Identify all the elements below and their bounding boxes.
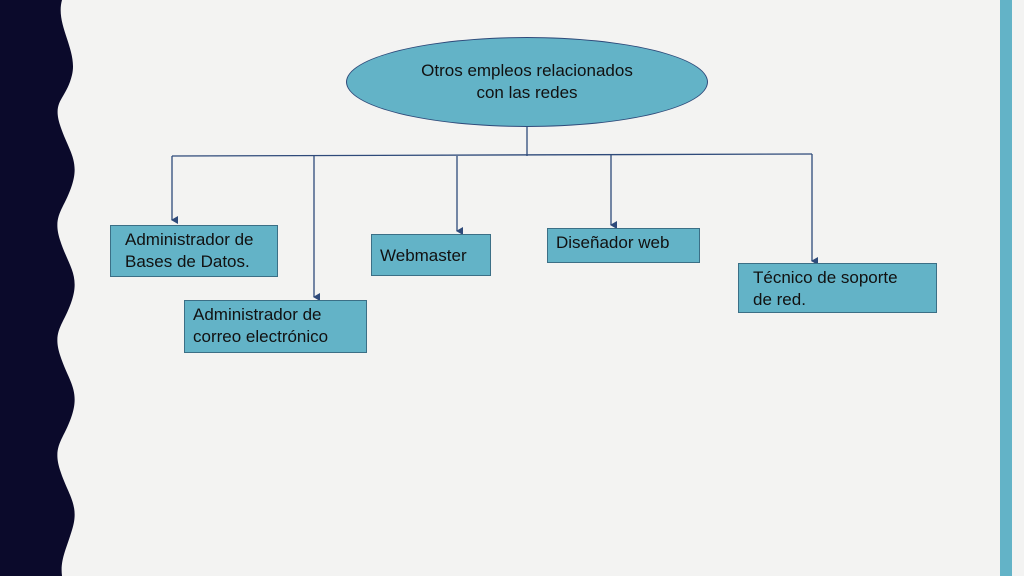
horizontal-bus-line	[171, 153, 813, 157]
decorative-right-bar	[1000, 0, 1012, 576]
node-label-line: Administrador de	[125, 230, 254, 249]
node-tecnico-soporte: Técnico de soporte de red.	[738, 263, 937, 313]
node-label-line: correo electrónico	[193, 327, 329, 346]
node-administrador-correo: Administrador de correo electrónico	[184, 300, 367, 353]
node-label-line: Webmaster	[380, 246, 467, 265]
root-ellipse: Otros empleos relacionados con las redes	[346, 37, 708, 127]
root-title: Otros empleos relacionados con las redes	[421, 61, 633, 102]
node-label-line: Administrador de	[193, 305, 322, 324]
node-administrador-bases-datos: Administrador de Bases de Datos.	[110, 225, 278, 277]
node-label-line: Bases de Datos.	[125, 252, 250, 271]
node-label-line: Diseñador web	[556, 233, 670, 252]
node-label-line: de red.	[753, 290, 806, 309]
node-webmaster: Webmaster	[371, 234, 491, 276]
node-label-line: Técnico de soporte	[753, 268, 898, 287]
node-disenador-web: Diseñador web	[547, 228, 700, 263]
decorative-wave-band	[0, 0, 75, 576]
